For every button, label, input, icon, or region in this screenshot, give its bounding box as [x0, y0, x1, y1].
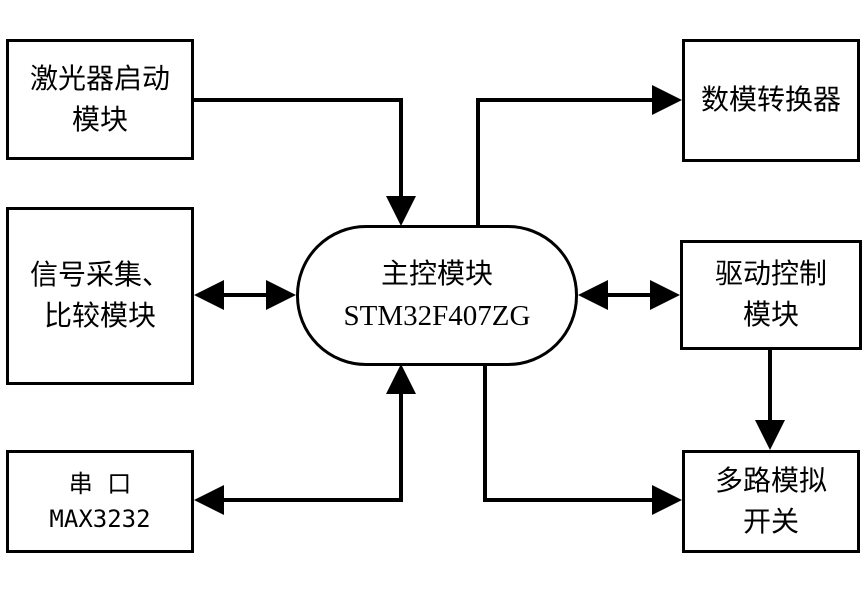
node-dac: 数模转换器 — [682, 39, 860, 162]
arrowhead-main-bottom — [386, 364, 416, 394]
node-label-line: STM32F407ZG — [343, 299, 531, 332]
node-label-line: 模块 — [742, 298, 799, 331]
node-label-line: MAX3232 — [49, 504, 151, 533]
node-laser-start-module: 激光器启动 模块 — [6, 39, 194, 160]
edge-main-to-dac — [476, 98, 652, 225]
arrowhead-mux-left — [652, 485, 682, 515]
node-label-line: 多路模拟 — [714, 463, 827, 497]
node-label-line: 驱动控制 — [714, 257, 827, 291]
arrowhead-drive-left — [650, 280, 680, 310]
node-main-control-module: 主控模块 STM32F407ZG — [296, 225, 578, 366]
arrowhead-mux-top — [755, 420, 785, 450]
node-label-line: 信号采集、 — [29, 258, 170, 292]
arrowhead-laser-main — [386, 196, 416, 226]
node-label-line: 数模转换器 — [700, 83, 841, 117]
node-analog-multiplexer: 多路模拟 开关 — [682, 450, 860, 553]
node-label-line: 主控模块 — [380, 257, 493, 291]
arrowhead-main-left — [266, 280, 296, 310]
node-label-line: 模块 — [71, 102, 128, 136]
arrowhead-main-right — [578, 280, 608, 310]
edge-serial-main — [222, 392, 403, 502]
node-drive-control-module: 驱动控制 模块 — [680, 240, 862, 350]
node-label-line: 比较模块 — [43, 299, 156, 332]
arrowhead-signal-left — [194, 280, 224, 310]
node-label-line: 开关 — [742, 504, 799, 538]
node-label-line: 激光器启动 — [29, 61, 170, 95]
node-serial-port: 串 口 MAX3232 — [6, 450, 194, 553]
node-label-line: 串 口 — [68, 469, 132, 498]
edge-laser-to-main — [193, 98, 403, 200]
edge-main-to-mux — [483, 366, 652, 502]
arrowhead-dac — [652, 85, 682, 115]
node-signal-acquisition-module: 信号采集、 比较模块 — [6, 207, 194, 385]
arrowhead-serial-left — [194, 485, 224, 515]
